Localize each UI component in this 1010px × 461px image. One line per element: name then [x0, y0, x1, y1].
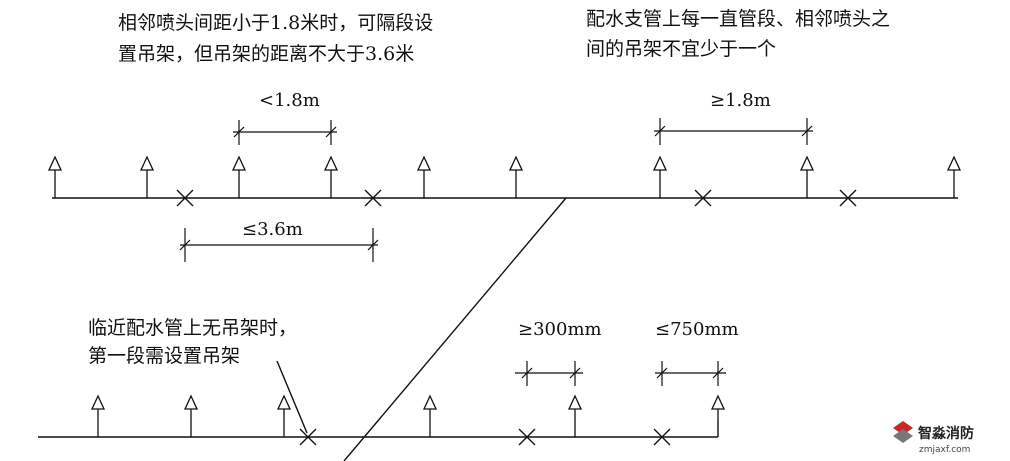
leader-line — [276, 360, 308, 434]
label-ge-1-8m: ≥1.8m — [710, 90, 771, 111]
note-bottom-left: 临近配水管上无吊架时， 第一段需设置吊架 — [88, 317, 297, 367]
note-top-right: 配水支管上每一直管段、相邻喷头之 间的吊架不宜少于一个 — [586, 8, 890, 60]
hanger-icon — [176, 189, 194, 207]
sprinkler-head-icon — [652, 155, 668, 198]
main-supply-pipe — [343, 197, 567, 461]
dimension-ge-1-8m — [654, 118, 813, 145]
label-lt-1-8m: <1.8m — [259, 90, 320, 111]
note-bottom-left-line-1: 临近配水管上无吊架时， — [88, 317, 297, 339]
hanger-icon — [518, 428, 536, 446]
sprinkler-head-icon — [47, 155, 63, 198]
label-ge-300mm: ≥300mm — [518, 319, 602, 340]
sprinkler-head-icon — [139, 155, 155, 198]
sprinkler-head-icon — [422, 394, 438, 437]
sprinkler-head-icon — [799, 155, 815, 198]
watermark-name: 智淼消防 — [917, 425, 974, 442]
hanger-icon — [299, 428, 317, 446]
dimension-ge-300mm — [515, 361, 583, 386]
sprinkler-head-icon — [231, 155, 247, 198]
note-top-left: 相邻喷头间距小于1.8米时，可隔段设 置吊架，但吊架的距离不大于3.6米 — [118, 12, 433, 65]
sprinkler-head-icon — [183, 394, 199, 437]
note-bottom-left-line-2: 第一段需设置吊架 — [88, 345, 240, 367]
watermark: 智淼消防 zmjaxf.com — [893, 421, 974, 455]
note-top-right-line-2: 间的吊架不宜少于一个 — [586, 38, 776, 60]
sprinkler-head-icon — [710, 394, 726, 420]
sprinkler-head-icon — [946, 155, 962, 198]
dimension-le-750mm — [655, 361, 726, 386]
hanger-icon — [694, 189, 712, 207]
sprinkler-head-icon — [416, 155, 432, 198]
hanger-icon — [839, 189, 857, 207]
note-top-left-line-1: 相邻喷头间距小于1.8米时，可隔段设 — [118, 12, 433, 34]
sprinkler-head-icon — [276, 394, 292, 437]
sprinkler-head-icon — [567, 394, 583, 437]
sprinkler-head-icon — [323, 155, 339, 198]
note-top-right-line-1: 配水支管上每一直管段、相邻喷头之 — [586, 8, 890, 30]
label-le-3-6m: ≤3.6m — [242, 219, 303, 240]
sprinkler-head-icon — [508, 155, 524, 198]
dimension-lt-1-8m — [233, 120, 337, 145]
hanger-icon — [653, 428, 671, 446]
watermark-site: zmjaxf.com — [919, 445, 970, 455]
note-top-left-line-2: 置吊架，但吊架的距离不大于3.6米 — [118, 43, 414, 65]
dimension-le-3-6m — [179, 228, 379, 262]
sprinkler-head-icon — [90, 394, 106, 437]
brand-logo-icon — [893, 421, 913, 443]
label-le-750mm: ≤750mm — [655, 319, 739, 340]
hanger-icon — [364, 189, 382, 207]
